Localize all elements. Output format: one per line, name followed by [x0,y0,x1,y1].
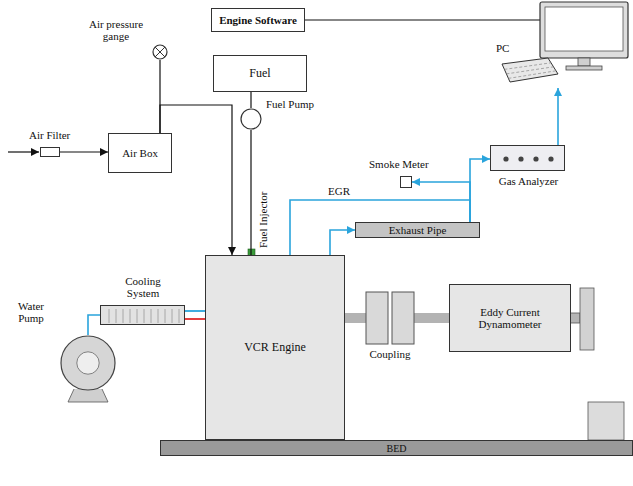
dynamometer: Eddy Current Dynamometer [449,284,571,352]
dynamometer-stand [580,288,594,350]
injector-label: Fuel Injector [257,189,269,250]
air-filter: Air Filter [40,147,60,157]
coupling-flange [366,292,388,344]
gauge-dial [153,45,167,59]
exhaust-pipe: Exhaust Pipe [355,222,480,238]
node-label: Coupling [356,348,424,360]
cooling-fin [165,309,166,323]
indicator-dot [533,156,538,161]
keyboard-keys [504,63,551,70]
node-label: Air pressure gange [84,18,148,42]
keyboard-keys [508,71,556,79]
pump-circle [241,109,261,129]
node-label: Smoke Meter [369,158,429,170]
cooling-fin [116,309,117,323]
fuel-line [250,130,251,255]
engine-block: VCR Engine [205,255,345,440]
exhaust-line [470,159,490,222]
node-label: VCR Engine [240,341,310,354]
fuel-pump-shape [240,108,262,130]
keyboard-keys [506,67,553,74]
cooling-fin [158,309,159,323]
node-label: Cooling System [113,275,173,299]
coupling-shape [366,292,414,344]
air-inlet-line [8,151,39,152]
air-line [160,105,232,255]
node-label: PC [496,42,509,54]
gas-analyzer-shape [491,146,566,172]
node-label: BED [383,443,411,454]
coupling: Coupling [366,292,414,344]
coolant-return-line [185,318,205,320]
cooling-fin [123,309,124,323]
node-label: Fuel [245,67,274,80]
indicator-dot [548,156,553,161]
exhaust-line [412,182,470,222]
node-label: Gas Analyzer [485,175,572,187]
fuel-pump: Fuel Pump [240,108,262,130]
pump-base [68,389,108,402]
dynamometer-foot [588,402,624,440]
coolant-line [88,315,100,335]
cooling-fin [151,309,152,323]
pump-casing [61,336,115,390]
smoke-meter: Smoke Meter [400,176,412,188]
gauge-cross [155,47,165,57]
pressure-gauge: Air pressure gange [152,44,168,60]
cooling-fin [179,309,180,323]
fuel-line [250,92,251,108]
pc-monitor-shape [540,2,630,88]
exhaust-line [330,230,355,255]
software-link [305,19,540,20]
monitor-screen [545,7,623,51]
cooling-fin [130,309,131,323]
node-label: Exhaust Pipe [385,224,451,236]
monitor-frame [540,2,628,58]
pc-monitor: PC [540,2,630,88]
gas-analyzer: Gas Analyzer [490,145,565,171]
air-line [60,151,108,152]
indicator-dot [518,156,523,161]
cooling-fin [172,309,173,323]
keyboard [502,58,558,82]
cooling-fin [144,309,145,323]
engine-bed: BED [160,440,633,456]
fuel-tank: Fuel [213,55,307,92]
indicator-dot [503,156,508,161]
node-label: Water Pump [8,300,54,324]
water-pump-shape [60,335,116,391]
monitor-neck [578,58,590,66]
node-label: Fuel Pump [266,98,314,110]
air-box: Air Box [108,133,172,173]
water-pump: Water Pump [60,335,116,391]
cooling-fin [137,309,138,323]
cooling-system-shape [101,306,186,326]
data-line [557,88,559,145]
node-label: Air Filter [29,129,70,141]
drive-shaft [345,313,366,323]
drive-shaft [414,313,449,323]
coolant-line [185,310,205,312]
node-label: Air Box [118,147,162,159]
edge-label: EGR [326,185,352,197]
node-label: Engine Software [215,14,301,26]
monitor-base [566,66,602,70]
software-box: Engine Software [211,8,305,32]
cooling-fin [109,309,110,323]
pressure-gauge-shape [152,44,168,60]
cooling-system: Cooling System [100,305,185,325]
node-label: Eddy Current Dynamometer [450,306,570,330]
coupling-flange [392,292,414,344]
pump-hub [77,352,99,374]
